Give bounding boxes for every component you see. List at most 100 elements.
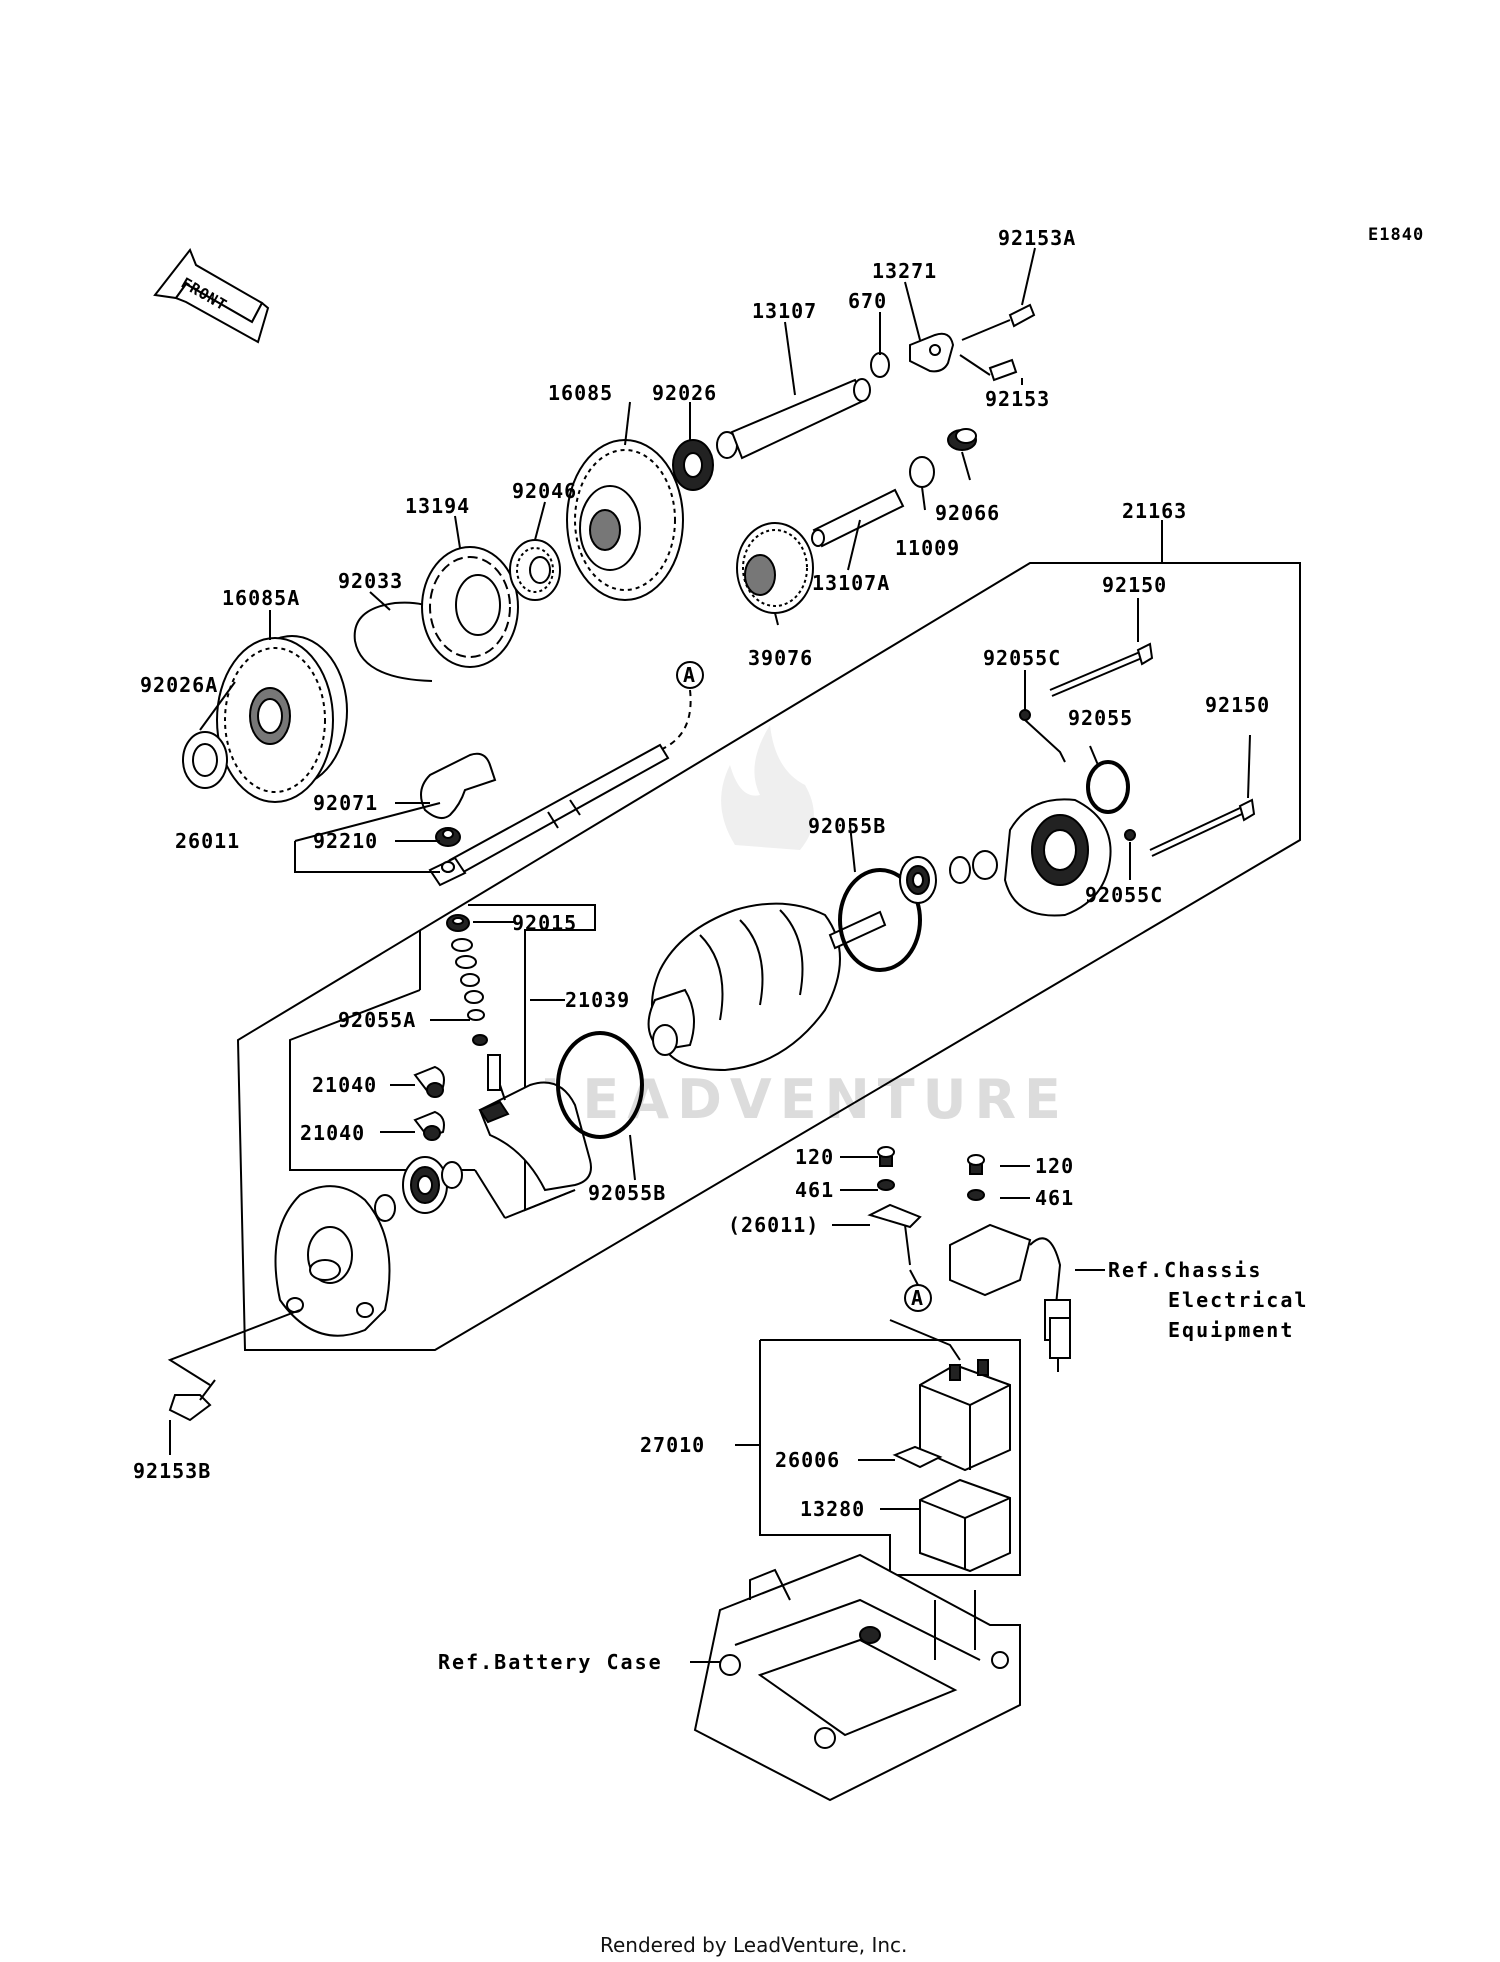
- label-92153B: 92153B: [133, 1459, 211, 1483]
- label-21040-a: 21040: [312, 1073, 377, 1097]
- plug-92066-icon: [947, 428, 977, 451]
- label-92026: 92026: [652, 381, 717, 405]
- reference-A-bottom: [904, 1269, 932, 1312]
- ref-battery-case: Ref.Battery Case: [438, 1650, 663, 1674]
- watermark-text: LEADVENTURE: [540, 1068, 1069, 1131]
- relay-27010-icon: [919, 1359, 1011, 1472]
- label-120-left: 120: [795, 1145, 834, 1169]
- rear-cover-icon: [1003, 798, 1112, 917]
- bracket-13271-icon: [909, 332, 955, 373]
- watermark: LEADVENTURE: [540, 725, 1069, 1131]
- o-ring-92055C-icon: [1019, 709, 1136, 841]
- label-26006: 26006: [775, 1448, 840, 1472]
- long-bolt-92150-b-icon: [1149, 798, 1256, 857]
- label-13271: 13271: [872, 259, 937, 283]
- o-ring-92055B-rear-icon: [838, 868, 922, 972]
- label-92055: 92055: [1068, 706, 1133, 730]
- battery-case-icon: [690, 1553, 1021, 1802]
- label-92055C-top: 92055C: [983, 646, 1061, 670]
- label-92066: 92066: [935, 501, 1000, 525]
- label-92055B-bottom: 92055B: [588, 1181, 666, 1205]
- label-120-right: 120: [1035, 1154, 1074, 1178]
- armature-icon: [647, 902, 887, 1072]
- gear-39076-icon: [736, 522, 814, 614]
- shaft-13107A-icon: [811, 488, 905, 548]
- leader-lines: [169, 247, 1251, 1510]
- bearing-front-icon: [374, 1156, 463, 1222]
- washer-11009-icon: [909, 456, 935, 488]
- label-13107A: 13107A: [812, 571, 890, 595]
- o-ring-92055-icon: [1086, 760, 1130, 814]
- boot-92071-icon: [420, 752, 497, 820]
- ref-chassis-line: [889, 1269, 1105, 1361]
- brush-21040-b-icon: [413, 1110, 445, 1141]
- label-670: 670: [848, 289, 887, 313]
- gear-16085-icon: [566, 439, 684, 601]
- label-27010: 27010: [640, 1433, 705, 1457]
- label-A-top: A: [683, 663, 696, 687]
- reference-line-A: [659, 661, 704, 751]
- washer-461-right-icon: [967, 1189, 985, 1201]
- label-11009: 11009: [895, 536, 960, 560]
- label-21040-b: 21040: [300, 1121, 365, 1145]
- o-ring-670-icon: [870, 352, 890, 378]
- bolt-92153-icon: [959, 354, 1018, 382]
- label-92055A: 92055A: [338, 1008, 416, 1032]
- label-13194: 13194: [405, 494, 470, 518]
- label-16085: 16085: [548, 381, 613, 405]
- connector-icon: [1049, 1317, 1071, 1372]
- label-92150-right: 92150: [1205, 693, 1270, 717]
- label-A-bottom: A: [911, 1286, 924, 1310]
- bearing-rear-icon: [899, 850, 998, 904]
- brush-21040-a-icon: [413, 1065, 445, 1098]
- label-92046: 92046: [512, 479, 577, 503]
- label-39076: 39076: [748, 646, 813, 670]
- washer-461-left-icon: [877, 1179, 895, 1191]
- label-16085A: 16085A: [222, 586, 300, 610]
- label-92055C-bottom: 92055C: [1085, 883, 1163, 907]
- clutch-13194-icon: [421, 546, 519, 668]
- front-cover-icon: [274, 1185, 391, 1337]
- bolt-120-right-icon: [967, 1154, 985, 1175]
- label-13280: 13280: [800, 1497, 865, 1521]
- label-92150-top: 92150: [1102, 573, 1167, 597]
- bolt-92153A-icon: [961, 303, 1036, 341]
- ref-chassis-line-1: Ref.Chassis: [1108, 1258, 1262, 1282]
- label-21163: 21163: [1122, 499, 1187, 523]
- label-92071: 92071: [313, 791, 378, 815]
- part-labels: 92153A 13271 670 13107 92153 16085 92026…: [133, 226, 1270, 1521]
- ref-chassis-line-3: Equipment: [1168, 1318, 1294, 1342]
- terminal-26011-icon: [867, 1203, 922, 1266]
- label-461-left: 461: [795, 1178, 834, 1202]
- needle-bearing-92046-icon: [509, 539, 561, 601]
- group-frame-21039: [289, 904, 596, 1219]
- washer-92026-icon: [672, 439, 714, 491]
- label-461-right: 461: [1035, 1186, 1074, 1210]
- holder-13280-icon: [919, 1478, 1011, 1573]
- label-92015: 92015: [512, 911, 577, 935]
- front-arrow-icon: FRONT: [153, 248, 270, 344]
- ref-chassis-line-2: Electrical: [1168, 1288, 1308, 1312]
- assembly-frame-21163: [236, 520, 1301, 1351]
- long-bolt-92150-a-icon: [1049, 642, 1154, 697]
- group-frame-27010: [735, 1339, 1021, 1576]
- label-92033: 92033: [338, 569, 403, 593]
- label-21039: 21039: [565, 988, 630, 1012]
- fuse-26006-icon: [892, 1445, 943, 1469]
- diagram-code: E1840: [1368, 225, 1424, 245]
- bolt-92153B-icon: [167, 1309, 301, 1422]
- label-26011-paren: (26011): [728, 1213, 819, 1237]
- gear-16085A-icon: [216, 635, 348, 803]
- label-26011: 26011: [175, 829, 240, 853]
- washer-92026A-icon: [182, 731, 228, 789]
- nut-92210-icon: [435, 827, 461, 847]
- o-ring-92055B-front-icon: [556, 1031, 644, 1139]
- label-13107: 13107: [752, 299, 817, 323]
- label-92153A: 92153A: [998, 226, 1076, 250]
- terminal-stack-icon: [441, 861, 488, 1046]
- label-92210: 92210: [313, 829, 378, 853]
- shaft-13107-icon: [716, 378, 871, 460]
- footer-text: Rendered by LeadVenture, Inc.: [600, 1933, 907, 1957]
- label-92026A: 92026A: [140, 673, 218, 697]
